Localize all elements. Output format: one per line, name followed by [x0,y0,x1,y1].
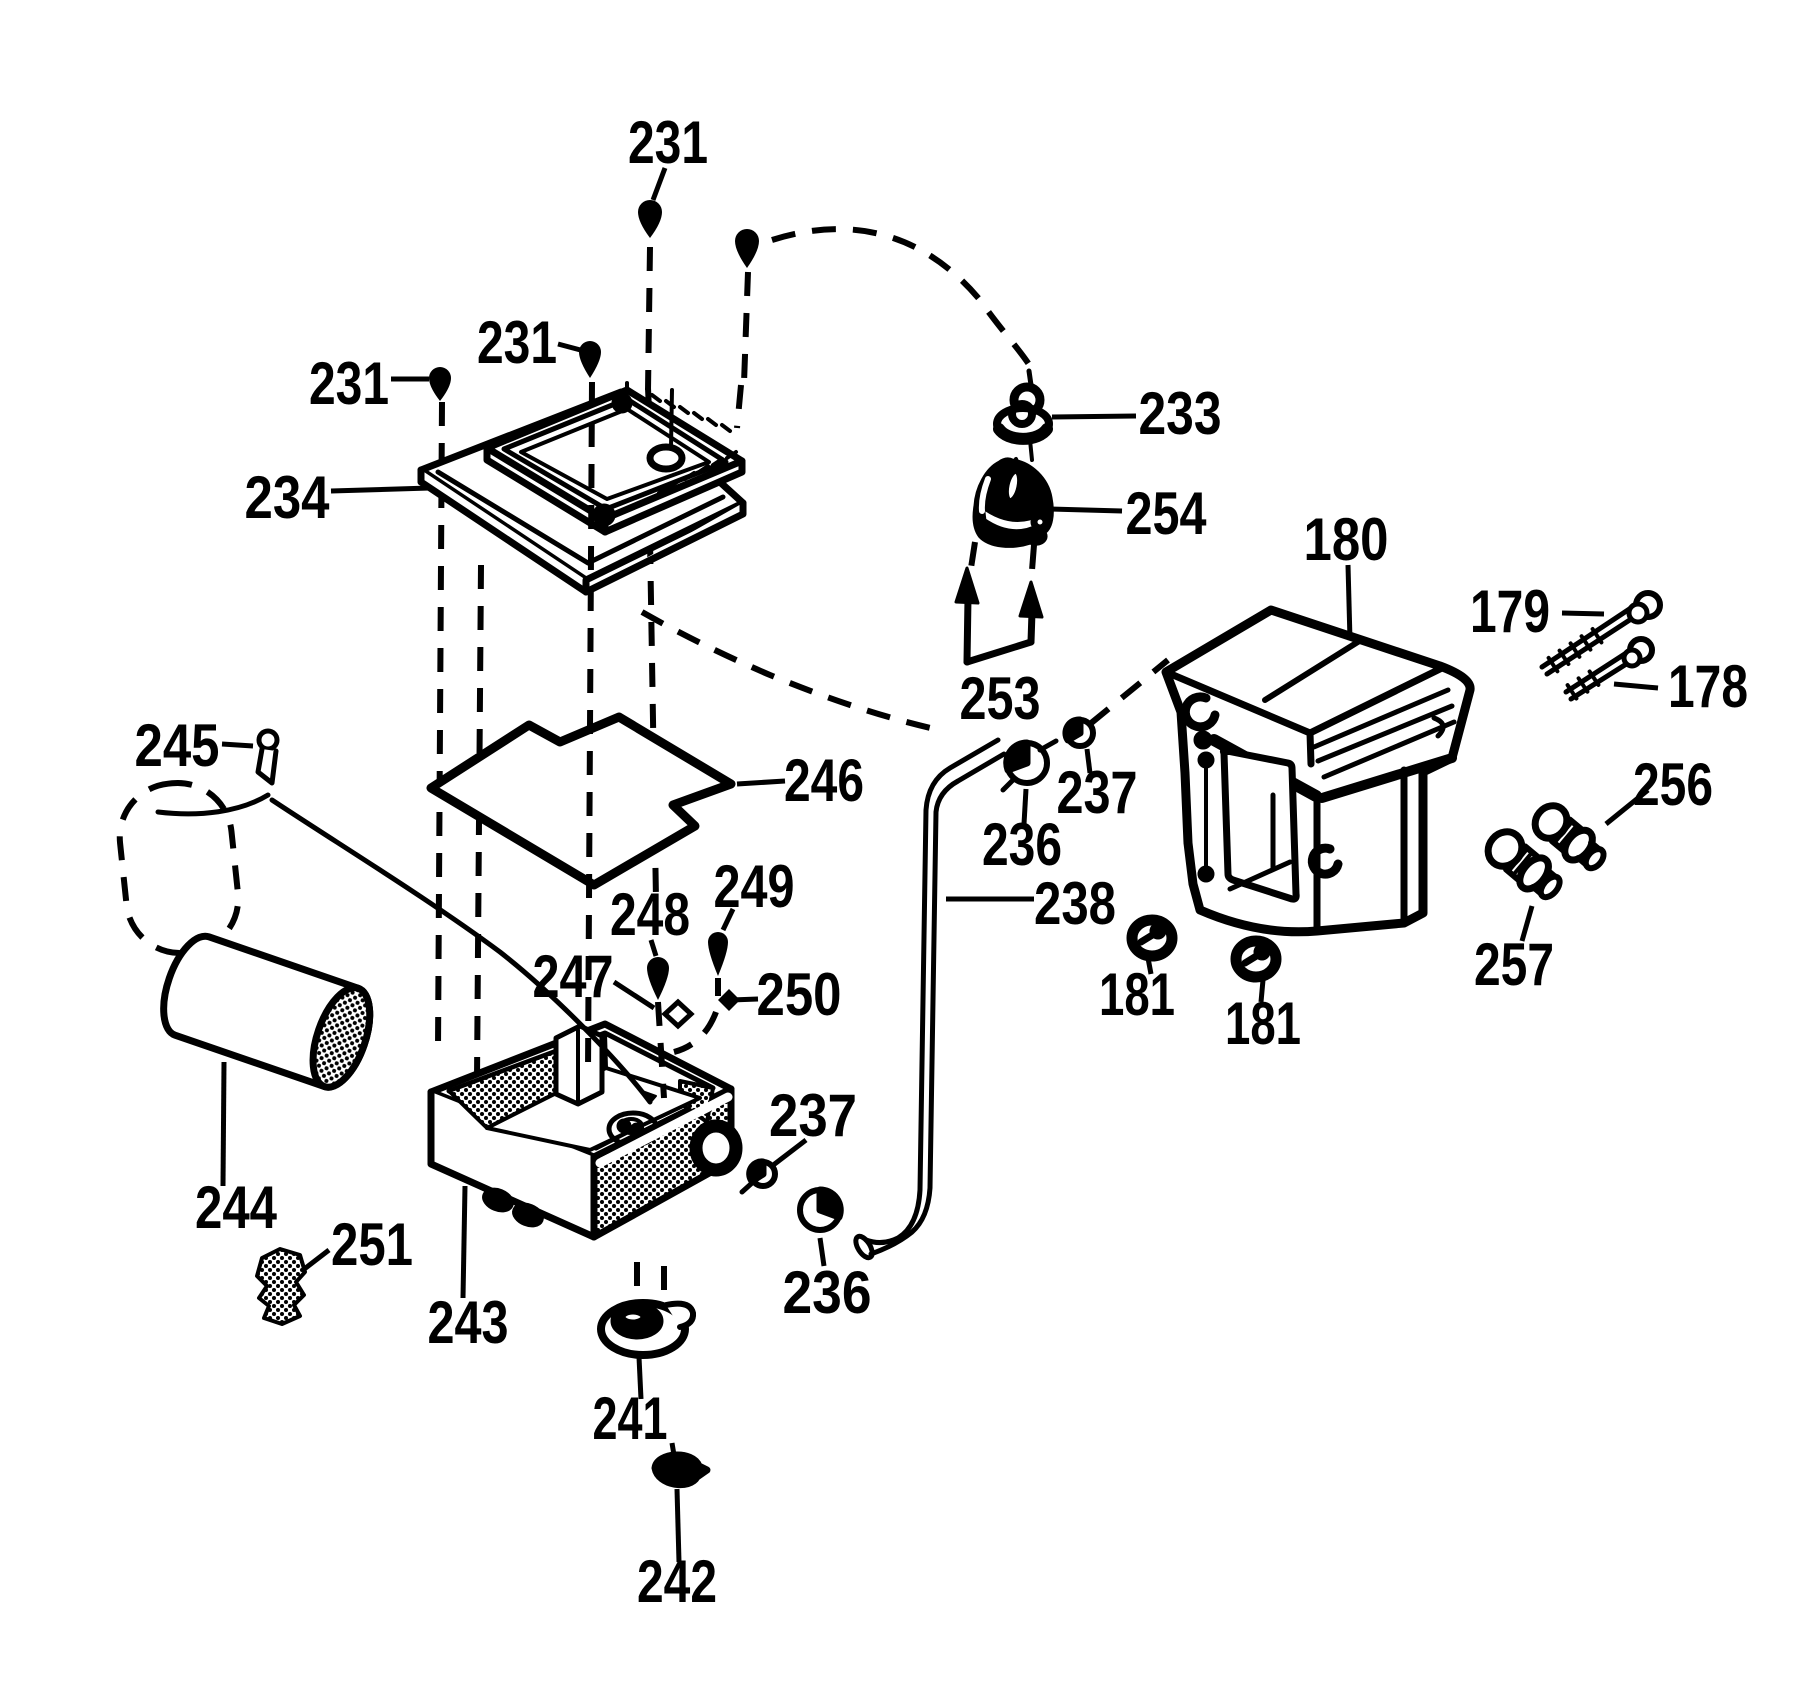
svg-text:241: 241 [593,1385,668,1452]
svg-text:181: 181 [1099,961,1175,1028]
svg-text:178: 178 [1668,653,1748,720]
svg-text:238: 238 [1034,870,1116,937]
svg-text:237: 237 [1057,759,1138,826]
svg-text:234: 234 [245,464,331,531]
svg-text:231: 231 [628,109,708,176]
svg-text:231: 231 [309,350,389,417]
svg-text:242: 242 [637,1548,717,1615]
svg-text:244: 244 [195,1174,278,1241]
svg-text:180: 180 [1304,506,1389,573]
svg-text:243: 243 [428,1289,509,1356]
svg-text:245: 245 [135,712,220,779]
svg-text:251: 251 [331,1211,413,1278]
svg-text:181: 181 [1225,990,1301,1057]
svg-text:256: 256 [1633,751,1713,818]
svg-text:236: 236 [982,811,1062,878]
svg-text:246: 246 [784,747,864,814]
svg-text:253: 253 [960,665,1041,732]
svg-text:179: 179 [1470,578,1550,645]
svg-text:236: 236 [783,1259,872,1326]
svg-text:233: 233 [1139,380,1222,447]
svg-text:248: 248 [610,881,690,948]
svg-text:231: 231 [477,309,557,376]
svg-text:254: 254 [1126,480,1208,547]
svg-text:249: 249 [714,853,795,920]
svg-text:237: 237 [769,1082,857,1149]
svg-text:257: 257 [1474,931,1554,998]
svg-text:250: 250 [757,961,842,1028]
svg-text:247: 247 [533,943,614,1010]
